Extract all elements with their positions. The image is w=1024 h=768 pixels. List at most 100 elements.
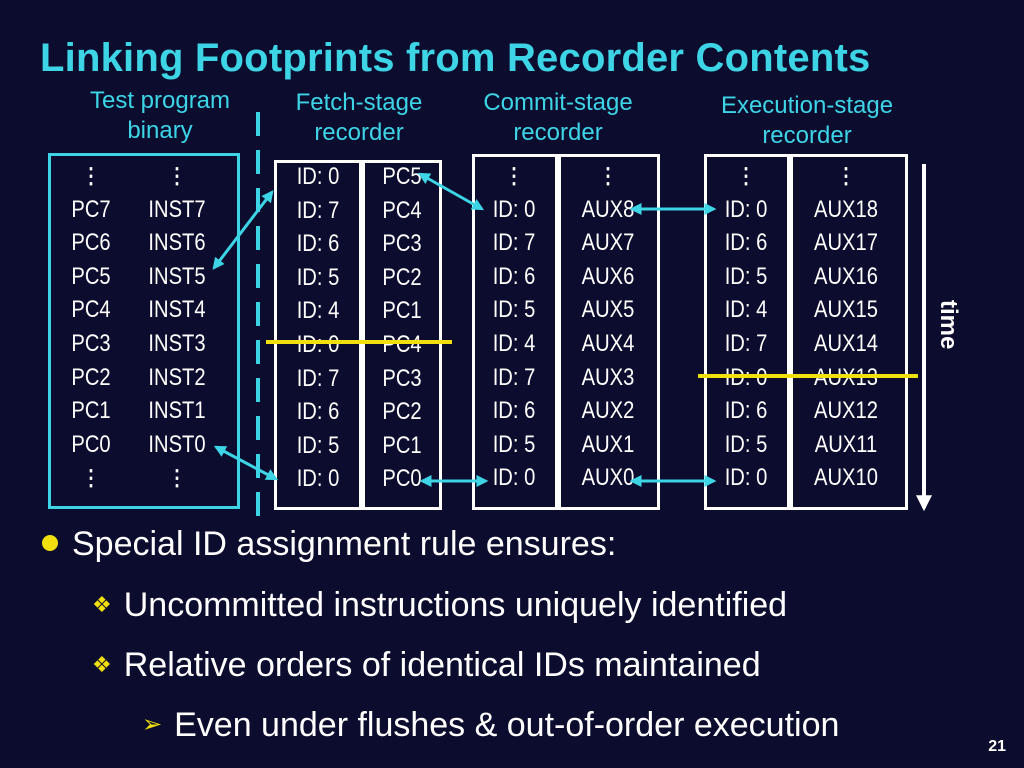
- aux-value: AUX1: [581, 430, 635, 458]
- ellipsis: ⋮: [81, 465, 101, 491]
- exec-id-column: ⋮ ID: 0 ID: 6 ID: 5 ID: 4 ID: 7 ID: 0 ID…: [712, 159, 779, 495]
- slide-title: Linking Footprints from Recorder Content…: [40, 36, 871, 80]
- id-value: ID: 0: [296, 163, 340, 190]
- aux-value: AUX11: [814, 430, 878, 458]
- link-arrow-pc5-commit-id0: [417, 172, 485, 211]
- ellipsis: ⋮: [736, 163, 756, 188]
- pc-value: PC2: [71, 363, 111, 391]
- commit-id-box: [472, 154, 558, 510]
- aux-value: AUX5: [581, 296, 635, 324]
- binary-pc-column: ⋮ PC7 PC6 PC5 PC4 PC3 PC2 PC1 PC0 ⋮: [67, 159, 116, 495]
- time-label: time: [935, 300, 962, 350]
- commit-aux-column: ⋮ AUX8 AUX7 AUX6 AUX5 AUX4 AUX3 AUX2 AUX…: [568, 159, 649, 495]
- ellipsis: ⋮: [167, 163, 187, 188]
- pc-value: PC0: [382, 465, 422, 493]
- aux-value: AUX10: [814, 464, 878, 492]
- header-fetch: Fetch-stage recorder: [264, 88, 454, 148]
- header-binary: Test program binary: [60, 86, 260, 146]
- id-value: ID: 5: [296, 431, 340, 459]
- aux-value: AUX6: [581, 262, 635, 290]
- binary-inst-column: ⋮ INST7 INST6 INST5 INST4 INST3 INST2 IN…: [144, 159, 210, 495]
- id-value: ID: 7: [296, 364, 340, 392]
- diamond-bullet-icon: ❖: [92, 652, 112, 677]
- aux-value: AUX8: [581, 195, 635, 223]
- fetch-id-column: ID: 0 ID: 7 ID: 6 ID: 5 ID: 4 ID: 0 ID: …: [284, 160, 351, 496]
- aux-value: AUX16: [814, 262, 878, 290]
- exec-aux-box: [790, 154, 908, 510]
- bullet-sub2-text: Relative orders of identical IDs maintai…: [123, 646, 761, 684]
- header-exec: Execution-stage recorder: [692, 91, 922, 151]
- bullet-sub3-text: Even under flushes & out-of-order execut…: [174, 706, 840, 744]
- inst-value: INST7: [148, 195, 206, 223]
- ellipsis: ⋮: [167, 465, 187, 491]
- id-value: ID: 5: [492, 296, 536, 324]
- id-value: ID: 4: [492, 329, 536, 357]
- id-value: ID: 6: [296, 230, 340, 258]
- bullet-sub2: ❖ Relative orders of identical IDs mainta…: [92, 646, 761, 685]
- inst-value: INST1: [148, 397, 206, 425]
- header-commit-text: Commit-stage recorder: [483, 89, 633, 146]
- id-value: ID: 0: [724, 464, 768, 492]
- id-value: ID: 0: [724, 195, 768, 223]
- pc-value: PC6: [71, 229, 111, 257]
- id-value: ID: 6: [724, 397, 768, 425]
- aux-value: AUX3: [581, 363, 635, 391]
- pc-value: PC4: [382, 196, 422, 224]
- ellipsis: ⋮: [504, 163, 524, 188]
- aux-value: AUX14: [814, 329, 878, 357]
- id-value: ID: 0: [296, 465, 340, 493]
- id-value: ID: 0: [492, 464, 536, 492]
- aux-value: AUX15: [814, 296, 878, 324]
- pc-value: PC3: [382, 230, 422, 258]
- pc-value: PC4: [71, 296, 111, 324]
- pc-value: PC3: [382, 364, 422, 392]
- header-binary-text: Test program binary: [89, 87, 231, 144]
- bullet-sub1-text: Uncommitted instructions uniquely identi…: [123, 586, 788, 624]
- bullet-dot-icon: [42, 535, 58, 552]
- id-value: ID: 6: [492, 397, 536, 425]
- id-value: ID: 5: [296, 263, 340, 291]
- bullet-main-text: Special ID assignment rule ensures:: [72, 525, 617, 563]
- diamond-bullet-icon: ❖: [92, 592, 112, 617]
- bullet-sub3: ➢ Even under flushes & out-of-order execu…: [142, 706, 839, 745]
- id-value: ID: 6: [724, 229, 768, 257]
- page-number: 21: [988, 738, 1006, 755]
- exec-id-box: [704, 154, 790, 510]
- id-value: ID: 4: [296, 297, 340, 325]
- id-value: ID: 5: [724, 430, 768, 458]
- id-value: ID: 4: [724, 296, 768, 324]
- pc-value: PC2: [382, 263, 422, 291]
- pc-value: PC5: [382, 163, 422, 190]
- binary-box: [48, 153, 240, 509]
- inst-value: INST3: [148, 329, 206, 357]
- aux-value: AUX18: [814, 195, 878, 223]
- bullet-main: Special ID assignment rule ensures:: [42, 525, 616, 564]
- id-value: ID: 7: [492, 229, 536, 257]
- inst-value: INST5: [148, 262, 206, 290]
- link-arrow-inst0-id0: [213, 445, 279, 481]
- pc-value: PC0: [71, 430, 111, 458]
- commit-id-column: ⋮ ID: 0 ID: 7 ID: 6 ID: 5 ID: 4 ID: 7 ID…: [480, 159, 547, 495]
- id-value: ID: 0: [296, 330, 340, 358]
- link-arrow-inst5-pc5: [212, 190, 274, 270]
- pc-value: PC1: [382, 297, 422, 325]
- arrowhead-bullet-icon: ➢: [142, 711, 163, 738]
- inst-value: INST0: [148, 430, 206, 458]
- pc-value: PC1: [382, 431, 422, 459]
- id-value: ID: 6: [492, 262, 536, 290]
- id-value: ID: 5: [492, 430, 536, 458]
- commit-aux-box: [558, 154, 660, 510]
- fetch-pc-column: PC5 PC4 PC3 PC2 PC1 PC4 PC3 PC2 PC1 PC0: [370, 160, 434, 496]
- header-commit: Commit-stage recorder: [458, 88, 658, 148]
- exec-aux-column: ⋮ AUX18 AUX17 AUX16 AUX15 AUX14 AUX13 AU…: [802, 159, 889, 495]
- bullet-sub1: ❖ Uncommitted instructions uniquely ident…: [92, 586, 787, 625]
- aux-value: AUX12: [814, 397, 878, 425]
- inst-value: INST2: [148, 363, 206, 391]
- pc-value: PC1: [71, 397, 111, 425]
- aux-value: AUX0: [581, 464, 635, 492]
- inst-value: INST6: [148, 229, 206, 257]
- inst-value: INST4: [148, 296, 206, 324]
- fetch-id-box: [274, 160, 362, 510]
- aux-value: AUX17: [814, 229, 878, 257]
